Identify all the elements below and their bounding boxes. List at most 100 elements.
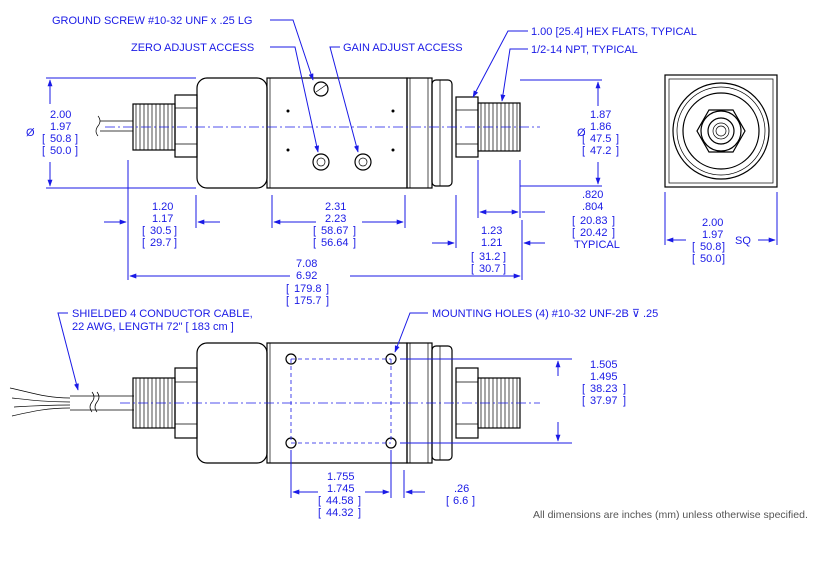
svg-text:[: [ xyxy=(42,145,45,157)
svg-text:1.97: 1.97 xyxy=(50,121,71,133)
dim-right-fitting: 1.23 1.21 [ 31.2 [ 30.7 ] ] xyxy=(432,195,545,280)
svg-text:[: [ xyxy=(286,283,289,295)
svg-text:]: ] xyxy=(503,251,506,263)
svg-text:1.755: 1.755 xyxy=(327,471,355,483)
svg-text:[: [ xyxy=(286,295,289,307)
dim-diameter-right: Ø 1.87 1.86 [ 47.5 [ 47.2 ] ] xyxy=(520,79,619,187)
svg-text:1.87: 1.87 xyxy=(590,109,611,121)
svg-text:2.00: 2.00 xyxy=(702,217,723,229)
svg-text:[: [ xyxy=(446,495,449,507)
svg-text:]: ] xyxy=(623,395,626,407)
svg-text:[: [ xyxy=(471,251,474,263)
svg-text:[: [ xyxy=(582,383,585,395)
svg-text:1.00 [25.4] HEX FLATS, TYPICAL: 1.00 [25.4] HEX FLATS, TYPICAL xyxy=(531,26,697,38)
svg-text:[: [ xyxy=(313,225,316,237)
svg-text:]: ] xyxy=(612,227,615,239)
svg-text:20.83: 20.83 xyxy=(580,215,608,227)
svg-text:30.5: 30.5 xyxy=(150,225,171,237)
svg-text:]: ] xyxy=(174,225,177,237)
callout-gain-adjust: GAIN ADJUST ACCESS xyxy=(329,42,463,153)
callout-zero-adjust: ZERO ADJUST ACCESS xyxy=(131,42,320,153)
left-hex xyxy=(174,94,198,158)
callout-hex-flats: 1.00 [25.4] HEX FLATS, TYPICAL xyxy=(472,26,697,98)
dim-square: 2.00 1.97 [ 50.8 [ 50.0 ] ] SQ xyxy=(664,192,778,265)
svg-text:44.58: 44.58 xyxy=(326,495,354,507)
bottom-view xyxy=(9,342,540,464)
svg-text:]: ] xyxy=(174,237,177,249)
svg-text:179.8: 179.8 xyxy=(294,283,322,295)
footnote: All dimensions are inches (mm) unless ot… xyxy=(533,509,808,521)
svg-text:1.495: 1.495 xyxy=(590,371,618,383)
callout-mounting-holes: MOUNTING HOLES (4) #10-32 UNF-2B ⊽ .25 xyxy=(394,308,658,353)
svg-text:50.0: 50.0 xyxy=(700,253,721,265)
svg-text:1.745: 1.745 xyxy=(327,483,355,495)
svg-text:]: ] xyxy=(75,133,78,145)
svg-text:[: [ xyxy=(318,507,321,519)
svg-text:Ø: Ø xyxy=(26,127,35,139)
svg-text:Ø: Ø xyxy=(577,127,586,139)
svg-text:]: ] xyxy=(75,145,78,157)
svg-text:]: ] xyxy=(722,253,725,265)
svg-text:58.67: 58.67 xyxy=(321,225,349,237)
callout-npt: 1/2-14 NPT, TYPICAL xyxy=(500,44,638,102)
svg-text:.804: .804 xyxy=(582,201,603,213)
svg-text:[: [ xyxy=(42,133,45,145)
svg-text:175.7: 175.7 xyxy=(294,295,322,307)
svg-text:.820: .820 xyxy=(582,189,603,201)
svg-text:30.7: 30.7 xyxy=(479,263,500,275)
svg-text:]: ] xyxy=(326,283,329,295)
svg-text:.26: .26 xyxy=(454,483,469,495)
svg-text:GAIN ADJUST ACCESS: GAIN ADJUST ACCESS xyxy=(343,42,463,54)
dim-left-fitting: 1.20 1.17 [ 30.5 [ 29.7 ] ] xyxy=(104,160,220,280)
svg-text:[: [ xyxy=(142,237,145,249)
mounting-hole-icon xyxy=(285,353,297,365)
svg-text:[: [ xyxy=(692,253,695,265)
svg-text:]: ] xyxy=(616,133,619,145)
svg-text:[: [ xyxy=(582,145,585,157)
svg-text:ZERO ADJUST ACCESS: ZERO ADJUST ACCESS xyxy=(131,42,254,54)
gain-adjust-icon xyxy=(354,153,372,171)
svg-text:1.505: 1.505 xyxy=(590,359,618,371)
svg-text:22 AWG, LENGTH 72" [ 183 cm ]: 22 AWG, LENGTH 72" [ 183 cm ] xyxy=(72,321,234,333)
svg-text:[: [ xyxy=(318,495,321,507)
svg-text:MOUNTING HOLES (4) #10-32 UNF-: MOUNTING HOLES (4) #10-32 UNF-2B ⊽ .25 xyxy=(432,308,658,320)
dim-diameter-left: Ø 2.00 1.97 [ 50.8 [ 50.0 ] ] xyxy=(26,77,196,189)
svg-text:]: ] xyxy=(472,495,475,507)
svg-text:[: [ xyxy=(582,395,585,407)
svg-text:1.23: 1.23 xyxy=(481,225,502,237)
svg-text:]: ] xyxy=(623,383,626,395)
svg-text:[: [ xyxy=(582,133,585,145)
end-view xyxy=(664,74,778,188)
svg-text:1/2-14 NPT, TYPICAL: 1/2-14 NPT, TYPICAL xyxy=(531,44,638,56)
svg-text:50.0: 50.0 xyxy=(50,145,71,157)
svg-text:TYPICAL: TYPICAL xyxy=(574,239,620,251)
svg-text:31.2: 31.2 xyxy=(479,251,500,263)
ground-screw-icon xyxy=(313,81,329,97)
svg-text:47.5: 47.5 xyxy=(590,133,611,145)
callout-ground-screw: GROUND SCREW #10-32 UNF x .25 LG xyxy=(52,15,314,81)
dim-hex-width: .820 .804 [ 20.83 [ 20.42 ] ] TYPICAL xyxy=(477,160,620,251)
svg-text:]: ] xyxy=(722,241,725,253)
svg-text:47.2: 47.2 xyxy=(590,145,611,157)
svg-text:]: ] xyxy=(503,263,506,275)
svg-text:1.20: 1.20 xyxy=(152,201,173,213)
svg-text:38.23: 38.23 xyxy=(590,383,618,395)
svg-text:[: [ xyxy=(692,241,695,253)
svg-text:1.97: 1.97 xyxy=(702,229,723,241)
svg-text:1.21: 1.21 xyxy=(481,237,502,249)
svg-text:[: [ xyxy=(572,215,575,227)
svg-text:[: [ xyxy=(142,225,145,237)
svg-text:2.00: 2.00 xyxy=(50,109,71,121)
svg-text:56.64: 56.64 xyxy=(321,237,349,249)
svg-text:[: [ xyxy=(572,227,575,239)
svg-text:7.08: 7.08 xyxy=(296,258,317,270)
dim-hole-spacing: 1.755 1.745 [ 44.58 [ 44.32 ] ] xyxy=(290,450,405,519)
svg-text:[: [ xyxy=(471,263,474,275)
svg-text:2.31: 2.31 xyxy=(325,201,346,213)
svg-text:20.42: 20.42 xyxy=(580,227,608,239)
dim-hole-offset: .26 [ 6.6 ] xyxy=(380,483,475,507)
top-side-view xyxy=(95,77,540,189)
svg-text:]: ] xyxy=(353,237,356,249)
svg-text:]: ] xyxy=(353,225,356,237)
